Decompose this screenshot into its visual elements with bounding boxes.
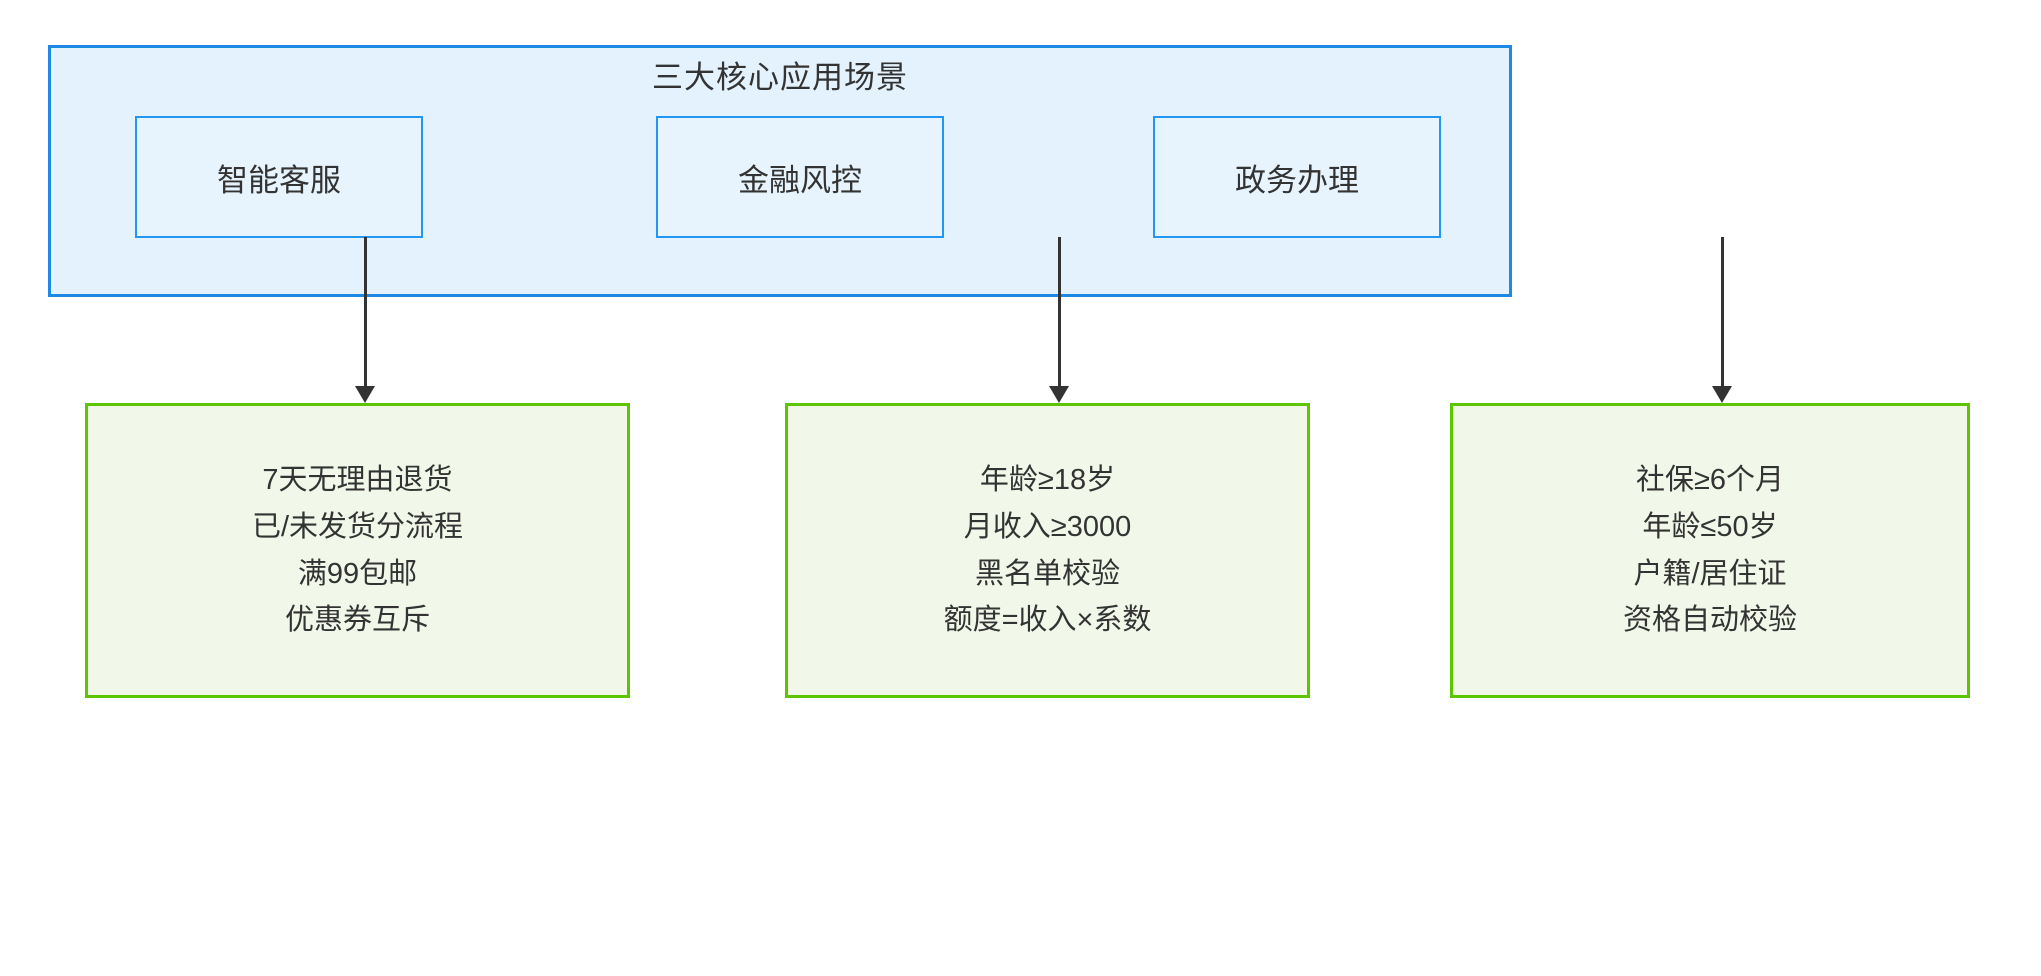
scenario-node-customer-service[interactable]: 智能客服 — [135, 116, 423, 238]
scenario-node-label: 政务办理 — [1235, 162, 1359, 198]
scenario-node-label: 智能客服 — [217, 162, 341, 198]
rule-line: 年龄≥18岁 — [979, 463, 1116, 496]
rule-line: 社保≥6个月 — [1635, 463, 1785, 496]
rule-line: 户籍/居住证 — [1633, 557, 1787, 590]
rule-node-financial-risk[interactable]: 年龄≥18岁 月收入≥3000 黑名单校验 额度=收入×系数 — [785, 403, 1310, 698]
arrow-head-icon — [355, 386, 375, 403]
rule-line: 额度=收入×系数 — [943, 604, 1152, 637]
rule-node-government-service[interactable]: 社保≥6个月 年龄≤50岁 户籍/居住证 资格自动校验 — [1450, 403, 1970, 698]
arrow-customer-service-to-rules — [353, 237, 377, 403]
rule-line: 已/未发货分流程 — [251, 510, 464, 543]
rule-line: 资格自动校验 — [1622, 604, 1797, 637]
arrow-government-service-to-rules — [1710, 237, 1734, 403]
rule-line: 月收入≥3000 — [963, 510, 1132, 543]
rule-line: 优惠券互斥 — [284, 604, 430, 637]
scenario-node-financial-risk[interactable]: 金融风控 — [656, 116, 944, 238]
arrow-shaft — [1721, 237, 1724, 386]
scenario-group-container: 三大核心应用场景 智能客服 金融风控 政务办理 — [48, 45, 1512, 297]
rule-line: 黑名单校验 — [974, 557, 1120, 590]
diagram-title: 三大核心应用场景 — [652, 60, 908, 95]
arrow-shaft — [1058, 237, 1061, 386]
arrow-head-icon — [1712, 386, 1732, 403]
rule-node-customer-service[interactable]: 7天无理由退货 已/未发货分流程 满99包邮 优惠券互斥 — [85, 403, 630, 698]
rule-line: 满99包邮 — [297, 557, 418, 590]
rule-line: 7天无理由退货 — [262, 463, 453, 496]
scenario-node-government-service[interactable]: 政务办理 — [1153, 116, 1441, 238]
scenario-node-label: 金融风控 — [738, 162, 862, 198]
rule-line: 年龄≤50岁 — [1642, 510, 1778, 543]
arrow-shaft — [364, 237, 367, 386]
arrow-financial-risk-to-rules — [1047, 237, 1071, 403]
arrow-head-icon — [1049, 386, 1069, 403]
